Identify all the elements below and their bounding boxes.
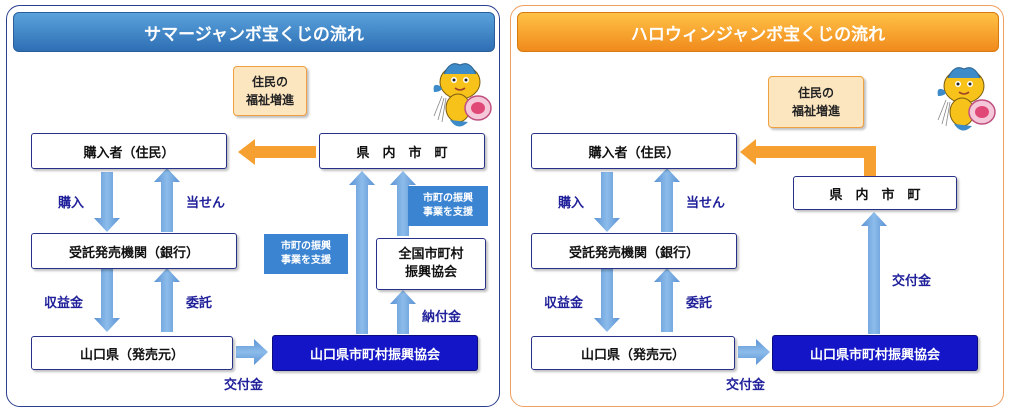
purchaser-box: 購入者（住民） <box>31 133 227 169</box>
arrow-r-win-up <box>654 168 680 232</box>
r-label-revenue: 収益金 <box>544 296 584 311</box>
prefecture-box: 山口県（発売元） <box>31 336 233 370</box>
r-welfare-box: 住民の 福祉増進 <box>768 76 864 128</box>
r-label-grant-up: 交付金 <box>892 274 932 289</box>
summer-jumbo-panel: サマージャンボ宝くじの流れ <box>6 5 500 407</box>
support-note-1: 市町の振興 事業を支援 <box>264 234 348 274</box>
arrow-r-grant-right <box>738 339 770 365</box>
r-label-grant-bottom: 交付金 <box>726 378 766 393</box>
arrow-assoc-to-muni <box>349 171 375 334</box>
r-label-entrust: 委託 <box>686 296 713 311</box>
label-grant: 交付金 <box>224 378 264 393</box>
arrow-welfare-left <box>238 139 316 165</box>
r-purchaser-box: 購入者（住民） <box>531 133 737 169</box>
label-entrust: 委託 <box>186 296 213 311</box>
national-association-box: 全国市町村 振興協会 <box>376 238 486 290</box>
arrow-revenue-down <box>94 267 120 332</box>
r-municipalities-box: 県 内 市 町 <box>793 176 957 210</box>
r-label-win: 当せん <box>686 196 726 211</box>
municipalities-box: 県 内 市 町 <box>319 133 485 169</box>
welfare-line-2: 福祉増進 <box>245 93 294 107</box>
r-welfare-line-2: 福祉増進 <box>791 104 840 118</box>
label-revenue: 収益金 <box>44 296 84 311</box>
arrow-r-welfare-left <box>740 139 876 176</box>
arrow-grant-right <box>236 339 268 365</box>
label-payment: 納付金 <box>422 310 462 325</box>
r-prefecture-box: 山口県（発売元） <box>531 336 735 370</box>
note2-line-1: 市町の振興 <box>423 193 473 204</box>
arrow-r-entrust-up <box>654 268 680 332</box>
arrow-r-assoc-to-muni <box>861 212 887 334</box>
bank-box: 受託発売機関（銀行） <box>31 233 237 269</box>
mascot-icon <box>433 63 492 127</box>
r-welfare-line-1: 住民の <box>797 86 834 100</box>
label-purchase: 購入 <box>58 196 85 211</box>
association-box: 山口県市町村振興協会 <box>272 335 478 371</box>
summer-panel-title: サマージャンボ宝くじの流れ <box>13 12 495 52</box>
arrow-payment-up <box>390 290 416 334</box>
label-win: 当せん <box>186 196 226 211</box>
r-bank-box: 受託発売機関（銀行） <box>531 233 737 269</box>
arrow-national-to-muni <box>390 171 416 236</box>
note1-line-1: 市町の振興 <box>281 241 331 252</box>
arrow-win-up <box>154 168 180 232</box>
r-label-purchase: 購入 <box>558 196 585 211</box>
arrow-purchase-down <box>94 172 120 232</box>
r-association-box: 山口県市町村振興協会 <box>772 335 978 371</box>
halloween-jumbo-panel: ハロウィンジャンボ宝くじの流れ <box>510 5 1004 407</box>
welfare-box: 住民の 福祉増進 <box>233 66 307 116</box>
mascot-icon-right <box>937 67 996 131</box>
support-note-2: 市町の振興 事業を支援 <box>408 186 488 226</box>
note2-line-2: 事業を支援 <box>423 207 473 218</box>
welfare-line-1: 住民の <box>251 75 288 89</box>
arrow-r-purchase-down <box>594 172 620 232</box>
arrow-entrust-up <box>154 268 180 332</box>
halloween-panel-title: ハロウィンジャンボ宝くじの流れ <box>517 12 999 52</box>
arrow-r-revenue-down <box>594 267 620 332</box>
national-line-2: 振興協会 <box>404 265 457 280</box>
national-line-1: 全国市町村 <box>398 247 464 262</box>
note1-line-2: 事業を支援 <box>281 255 331 266</box>
